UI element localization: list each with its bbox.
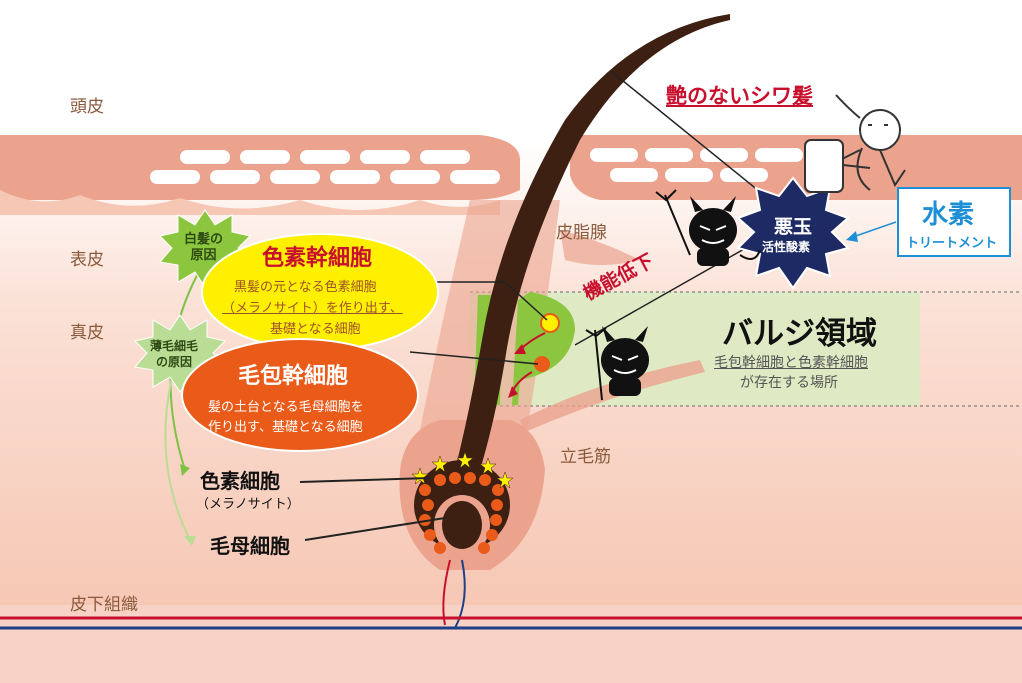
matrix-cell-label: 毛母細胞 <box>210 534 290 558</box>
melanocyte-stars <box>411 451 514 489</box>
pigment-stem-line1: 黒髪の元となる色素細胞 <box>234 280 377 295</box>
follicle-stem-line1: 髪の土台となる毛母細胞を <box>208 400 364 415</box>
villain-title: 悪玉 <box>774 216 813 238</box>
hydrogen-box <box>897 187 1011 257</box>
arrector-pili-muscle <box>520 360 705 432</box>
villain-sub: 活性酸素 <box>762 240 811 254</box>
pigment-stem-line2: （メラノサイト）を作り出す、 <box>222 301 403 316</box>
pigment-stem-title: 色素幹細胞 <box>262 246 373 271</box>
hammer-figure <box>804 94 906 193</box>
hydrogen-sub: トリートメント <box>906 236 998 251</box>
dermal-papilla <box>442 501 482 549</box>
layer-label-dermis: 真皮 <box>70 323 104 343</box>
sky-bg <box>0 0 1022 140</box>
white-hair-badge: 白髪の 原因 <box>184 232 223 264</box>
dull-hair-label: 艶のないシワ髪 <box>666 84 813 108</box>
thin-hair-badge-line2: の原因 <box>156 355 193 369</box>
follicle-stem-title: 毛包幹細胞 <box>238 364 349 389</box>
bulge-desc-1: 毛包幹細胞と色素幹細胞 <box>714 355 868 371</box>
epidermal-cells <box>150 148 803 184</box>
melanocyte-title: 色素細胞 <box>200 469 280 493</box>
layer-label-scalp: 頭皮 <box>70 97 104 117</box>
white-hair-badge-line2: 原因 <box>190 248 217 263</box>
devil-upper <box>655 189 761 266</box>
sebaceous-gland-label: 皮脂腺 <box>556 223 607 243</box>
thin-hair-badge: 薄毛細毛 の原因 <box>150 338 198 370</box>
scalp-wave <box>0 190 500 215</box>
hair-shaft <box>455 14 730 470</box>
white-hair-badge-line1: 白髪の <box>184 232 224 247</box>
villain-starburst <box>736 176 850 290</box>
arrector-pili-label: 立毛筋 <box>560 447 611 467</box>
bulge-title: バルジ領域 <box>722 316 877 352</box>
layer-label-epidermis: 表皮 <box>70 250 104 270</box>
matrix-cells <box>419 472 504 554</box>
follicle-stem-line2: 作り出す、基礎となる細胞 <box>208 420 363 435</box>
pigment-stem-line3: 基礎となる細胞 <box>270 322 361 337</box>
sebaceous-gland <box>560 230 640 265</box>
bulge-desc-2: が存在する場所 <box>740 375 838 391</box>
melanocyte-sub: （メラノサイト） <box>196 497 300 512</box>
layer-label-subcutaneous: 皮下組織 <box>70 595 138 615</box>
follicle-stem-ellipse <box>181 338 419 452</box>
scalp-band-left <box>0 135 520 200</box>
thin-hair-badge-line1: 薄毛細毛 <box>150 339 199 353</box>
follicle-stem-dot <box>534 356 550 372</box>
devil-lower <box>585 326 649 401</box>
hydrogen-title: 水素 <box>922 200 975 230</box>
